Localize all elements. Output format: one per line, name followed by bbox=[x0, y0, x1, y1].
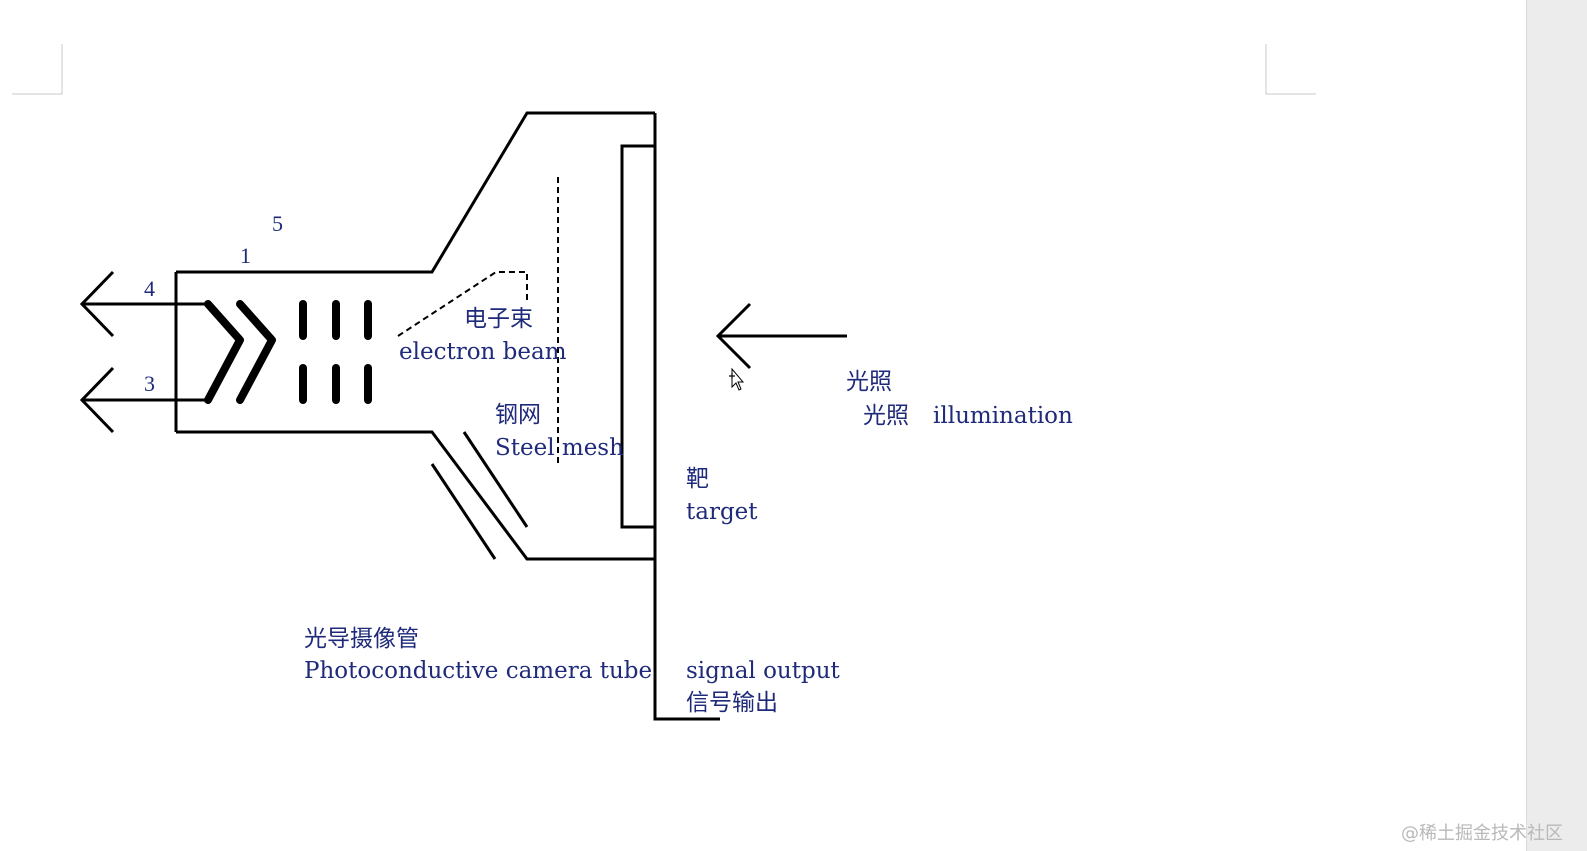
label-signal-output-en: signal output bbox=[686, 658, 840, 684]
label-illumination-cn-1: 光照 bbox=[846, 369, 892, 395]
tube-outline-top bbox=[176, 111, 655, 274]
tube-outline-bottom bbox=[176, 430, 655, 561]
illumination-arrow-head bbox=[715, 302, 752, 370]
label-number-4: 4 bbox=[144, 276, 155, 301]
label-illumination-cn-2: 光照 bbox=[863, 403, 909, 429]
cathode-electrode-1 bbox=[204, 300, 244, 404]
focus-coil-line-1 bbox=[462, 431, 529, 528]
label-electron-beam-cn: 电子束 bbox=[464, 306, 533, 332]
terminal-arrow-3 bbox=[79, 366, 115, 434]
label-target-cn: 靶 bbox=[686, 466, 709, 492]
electron-beam-path bbox=[397, 271, 528, 337]
label-signal-output-cn: 信号输出 bbox=[686, 690, 778, 716]
page-margin-marks bbox=[12, 44, 1316, 95]
margin-mark-left bbox=[12, 44, 63, 95]
label-target-en: target bbox=[686, 499, 758, 525]
margin-mark-right bbox=[1265, 44, 1316, 95]
move-cursor-icon bbox=[729, 367, 745, 391]
label-illumination-en: illumination bbox=[933, 403, 1073, 429]
focus-coil-line-2 bbox=[430, 463, 497, 560]
label-electron-beam-en: electron beam bbox=[399, 339, 567, 365]
label-number-3: 3 bbox=[144, 371, 155, 396]
label-tube-en: Photoconductive camera tube bbox=[304, 658, 653, 684]
label-number-5: 5 bbox=[272, 211, 283, 236]
vertical-scrollbar[interactable] bbox=[1526, 0, 1587, 851]
label-tube-cn: 光导摄像管 bbox=[304, 626, 419, 652]
target-plate bbox=[620, 144, 657, 529]
terminal-arrow-4 bbox=[79, 270, 115, 338]
watermark-text: @稀土掘金技术社区 bbox=[1401, 823, 1563, 844]
front-plate-and-signal-lead bbox=[653, 113, 720, 721]
label-steel-mesh-en: Steel mesh bbox=[495, 435, 624, 461]
cathode-electrode-2 bbox=[236, 300, 276, 404]
label-number-1: 1 bbox=[240, 243, 251, 268]
label-steel-mesh-cn: 钢网 bbox=[495, 402, 541, 428]
